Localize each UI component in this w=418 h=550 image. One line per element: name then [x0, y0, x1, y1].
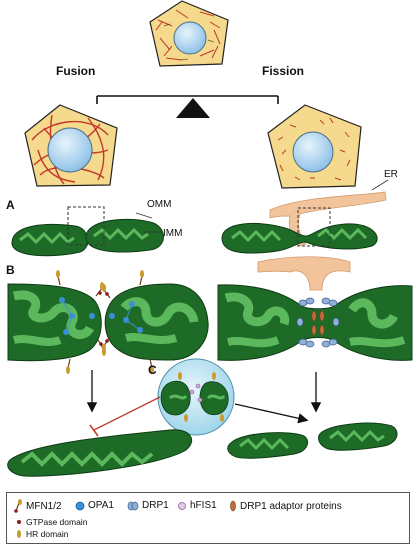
- fission-mitochondria-b: [217, 256, 413, 361]
- fission-label: Fission: [262, 64, 304, 78]
- opa1-icon: [75, 501, 85, 510]
- legend-mfn: MFN1/2: [13, 499, 62, 513]
- fragmented-mitochondria: [227, 422, 398, 459]
- fusion-label: Fusion: [56, 64, 95, 78]
- legend-hr: HR domain: [15, 529, 69, 539]
- fission-mitochondria-a: [221, 207, 378, 254]
- hr-icon: [17, 530, 21, 538]
- legend-adaptor: DRP1 adaptor proteins: [229, 500, 342, 512]
- fused-mitochondrion: [7, 429, 192, 477]
- er-label: ER: [384, 169, 398, 180]
- top-cell: [149, 0, 229, 67]
- mfn-icon: [14, 499, 22, 513]
- legend-opa1: OPA1: [75, 500, 114, 511]
- panel-a-label: A: [6, 198, 15, 212]
- omm-label: OMM: [147, 199, 171, 210]
- arrows: [86, 370, 322, 437]
- legend-box: MFN1/2 OPA1 DRP1 hFIS1 DRP1 adaptor prot…: [6, 492, 410, 544]
- panel-b-label: B: [6, 263, 15, 277]
- fusion-cell: [24, 104, 118, 187]
- gtpase-icon: [17, 520, 21, 524]
- legend-drp1: DRP1: [127, 500, 169, 511]
- panel-c-label: C: [148, 363, 157, 377]
- fission-cell: [267, 104, 362, 189]
- legend-gtpase: GTPase domain: [15, 517, 87, 527]
- imm-label: IMM: [163, 228, 182, 239]
- panel-c-circle: [157, 358, 235, 436]
- balance-scale: [96, 95, 279, 118]
- hfis1-icon: [178, 501, 186, 510]
- adaptor-icon: [230, 500, 236, 512]
- fusion-mitochondria-a: [11, 206, 164, 257]
- drp1-icon: [127, 501, 139, 510]
- fusion-mitochondria-b: [7, 270, 209, 374]
- legend-hfis1: hFIS1: [177, 500, 217, 511]
